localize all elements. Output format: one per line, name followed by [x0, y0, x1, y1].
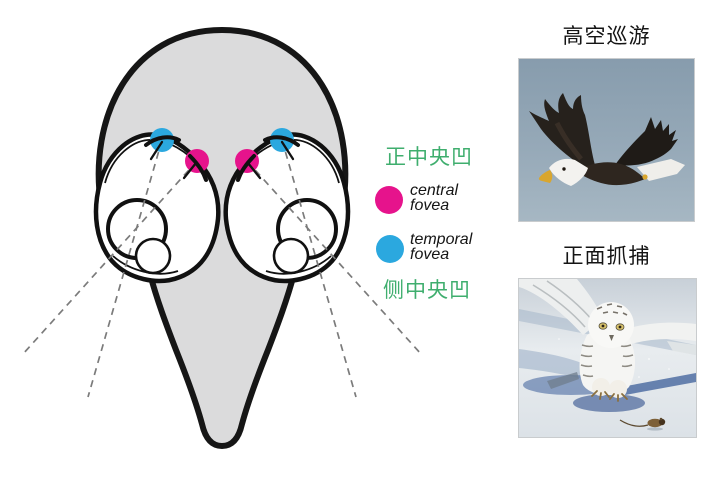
eagle-head: [549, 158, 588, 186]
label-temporal-fovea-cn: 侧中央凹: [383, 279, 471, 302]
eagle-beak: [538, 170, 553, 183]
owl-crown-speckles: [596, 303, 628, 316]
legend-temporal-line2: fovea: [410, 246, 450, 263]
photo-title-capture: 正面抓捕: [562, 245, 651, 268]
owl-talons: [591, 378, 628, 402]
bird-skull-top-view-diagram: [22, 27, 422, 449]
central-fovea-swatch: [375, 186, 403, 214]
legend-central-line2: fovea: [410, 197, 450, 214]
legend-temporal-line1: temporal: [410, 231, 473, 248]
owl-left-wing: [519, 279, 603, 335]
owl-photo: [518, 278, 697, 438]
label-central-fovea-cn: 正中央凹: [385, 146, 473, 169]
mouse-body: [647, 418, 663, 428]
temporal-fovea-dot-left: [150, 128, 174, 152]
eagle-body: [577, 162, 645, 186]
owl-body-barring: [580, 344, 634, 378]
legend-central-line1: central: [410, 182, 459, 199]
owl-wingtip-feathers: [547, 372, 579, 389]
owl-pupil-left: [601, 324, 605, 328]
snowy-owl: [519, 279, 696, 402]
legend-swatch-temporal: [376, 235, 404, 263]
eagle-tail: [637, 159, 685, 181]
photo-title-soaring: 高空巡游: [562, 25, 651, 48]
bald-eagle-silhouette: [529, 93, 685, 186]
owl-photo-art: [519, 279, 696, 437]
mouse-head: [658, 418, 666, 426]
owl-pupil-right: [618, 325, 622, 329]
owl-beak: [609, 335, 614, 341]
fovea-pit-marks: [144, 135, 300, 182]
mouse-tail: [619, 419, 649, 427]
eagle-wing-texture: [554, 121, 583, 161]
eagle-eye: [562, 167, 566, 171]
sight-line-left-central: [22, 160, 198, 355]
temporal-fovea-swatch: [376, 235, 404, 263]
sight-lines: [22, 139, 422, 398]
owl-right-wingtip: [667, 341, 696, 355]
mouse-ear: [659, 417, 663, 421]
eagle-right-wing: [615, 117, 678, 166]
owl-right-wing: [619, 322, 696, 346]
owl-head: [588, 302, 634, 348]
mouse-shadow: [647, 427, 663, 431]
eagle-photo-art: [519, 59, 694, 221]
legend-swatch-central: [375, 186, 403, 214]
mouse: [619, 417, 666, 431]
temporal-fovea-dot-right: [270, 128, 294, 152]
legend-label-temporal: temporal fovea: [410, 231, 473, 263]
legend-label-central: central fovea: [410, 182, 459, 214]
sight-line-right-central: [246, 160, 422, 355]
eagle-foot: [642, 174, 648, 180]
snow-sparkles: [558, 338, 670, 378]
eagle-photo: [518, 58, 695, 222]
